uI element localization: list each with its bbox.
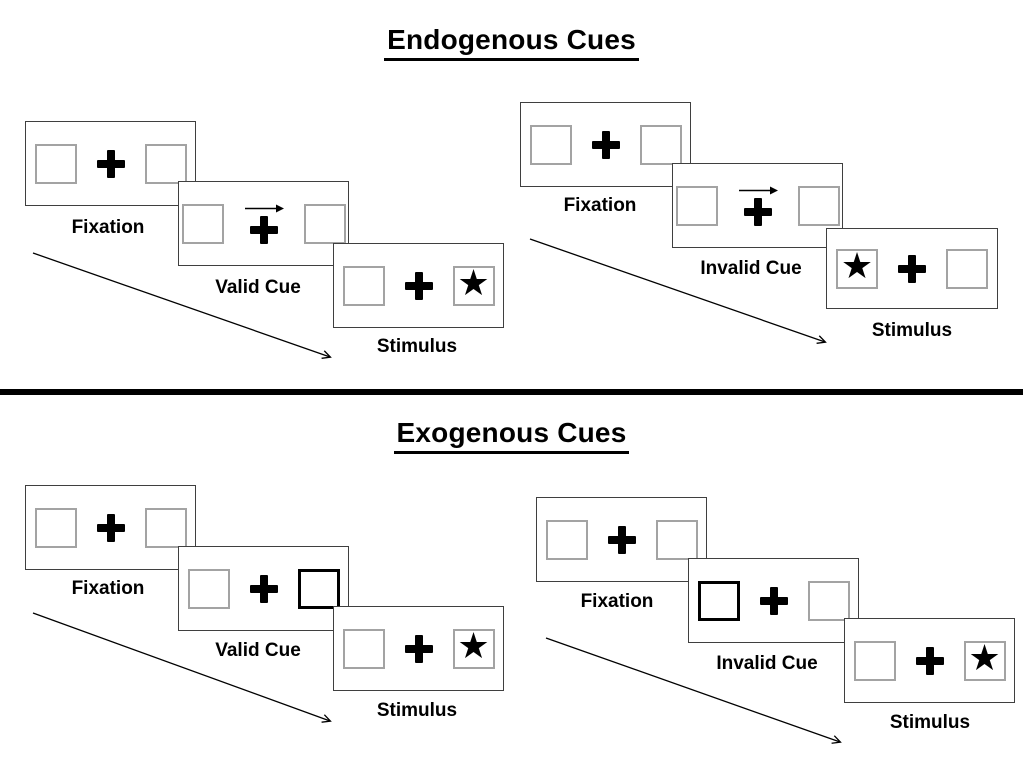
fixation-cross-icon	[743, 198, 772, 226]
fixation-cross-icon	[96, 149, 125, 178]
right-box-highlighted-cue	[297, 568, 340, 609]
right-box-with-star: ★	[963, 637, 1006, 681]
left-box	[342, 628, 385, 669]
left-box	[853, 640, 896, 681]
section-divider	[0, 389, 1023, 395]
star-icon: ★	[457, 625, 490, 667]
right-box	[655, 519, 698, 560]
left-box	[342, 265, 385, 306]
fixation-cross-icon	[249, 574, 278, 603]
timeline-arrow-endogenous-valid	[32, 252, 330, 357]
fixation-panel	[536, 497, 707, 582]
timeline-arrow-endogenous-invalid	[529, 238, 825, 342]
section-title-text: Exogenous Cues	[393, 417, 630, 454]
star-icon: ★	[968, 637, 1001, 679]
stimulus-panel: ★	[826, 228, 998, 309]
valid-cue-panel	[178, 546, 349, 631]
left-box	[181, 203, 224, 244]
right-box	[144, 507, 187, 548]
valid-cue-panel	[178, 181, 349, 266]
fixation-panel	[25, 485, 196, 570]
panel-label: Stimulus	[871, 320, 953, 341]
stimulus-panel: ★	[333, 243, 504, 328]
fixation-cross-icon	[404, 634, 433, 663]
panel-label: Fixation	[71, 217, 145, 238]
panel-label: Invalid Cue	[700, 258, 802, 279]
left-box	[675, 185, 718, 226]
panel-label: Stimulus	[376, 336, 458, 357]
fixation-cross-icon	[759, 586, 788, 615]
fixation-cross-icon	[591, 130, 620, 159]
right-box	[639, 124, 682, 165]
left-box	[34, 507, 77, 548]
panel-label: Stimulus	[376, 700, 458, 721]
left-box-highlighted-cue	[697, 580, 740, 621]
fixation-panel	[520, 102, 691, 187]
right-box	[946, 248, 988, 289]
invalid-cue-panel	[672, 163, 843, 248]
panel-label: Fixation	[580, 591, 654, 612]
right-box	[144, 143, 187, 184]
section-title-endogenous: Endogenous Cues	[0, 24, 1023, 61]
panel-label: Stimulus	[889, 712, 971, 733]
stimulus-panel: ★	[333, 606, 504, 691]
right-box-with-star: ★	[452, 625, 495, 669]
star-icon: ★	[457, 262, 490, 304]
left-box	[34, 143, 77, 184]
left-box-with-star: ★	[836, 245, 878, 289]
section-title-text: Endogenous Cues	[384, 24, 639, 61]
right-box-with-star: ★	[452, 262, 495, 306]
right-box	[797, 185, 840, 226]
left-box	[187, 568, 230, 609]
cue-arrow-right-icon	[244, 204, 284, 213]
fixation-cross-icon	[898, 254, 926, 283]
right-box	[303, 203, 346, 244]
fixation-cross-icon	[249, 216, 278, 244]
panel-label: Valid Cue	[215, 277, 301, 298]
right-box	[807, 580, 850, 621]
star-icon: ★	[840, 245, 874, 287]
panel-label: Valid Cue	[215, 640, 301, 661]
section-title-exogenous: Exogenous Cues	[0, 417, 1023, 454]
stimulus-panel: ★	[844, 618, 1015, 703]
fixation-cross-icon	[96, 513, 125, 542]
cue-arrow-right-icon	[738, 186, 778, 195]
fixation-panel	[25, 121, 196, 206]
panel-label: Fixation	[563, 195, 637, 216]
panel-label: Fixation	[71, 578, 145, 599]
left-box	[545, 519, 588, 560]
left-box	[529, 124, 572, 165]
fixation-cross-icon	[607, 525, 636, 554]
invalid-cue-panel	[688, 558, 859, 643]
panel-label: Invalid Cue	[716, 653, 818, 674]
fixation-cross-icon	[915, 646, 944, 675]
fixation-cross-icon	[404, 271, 433, 300]
